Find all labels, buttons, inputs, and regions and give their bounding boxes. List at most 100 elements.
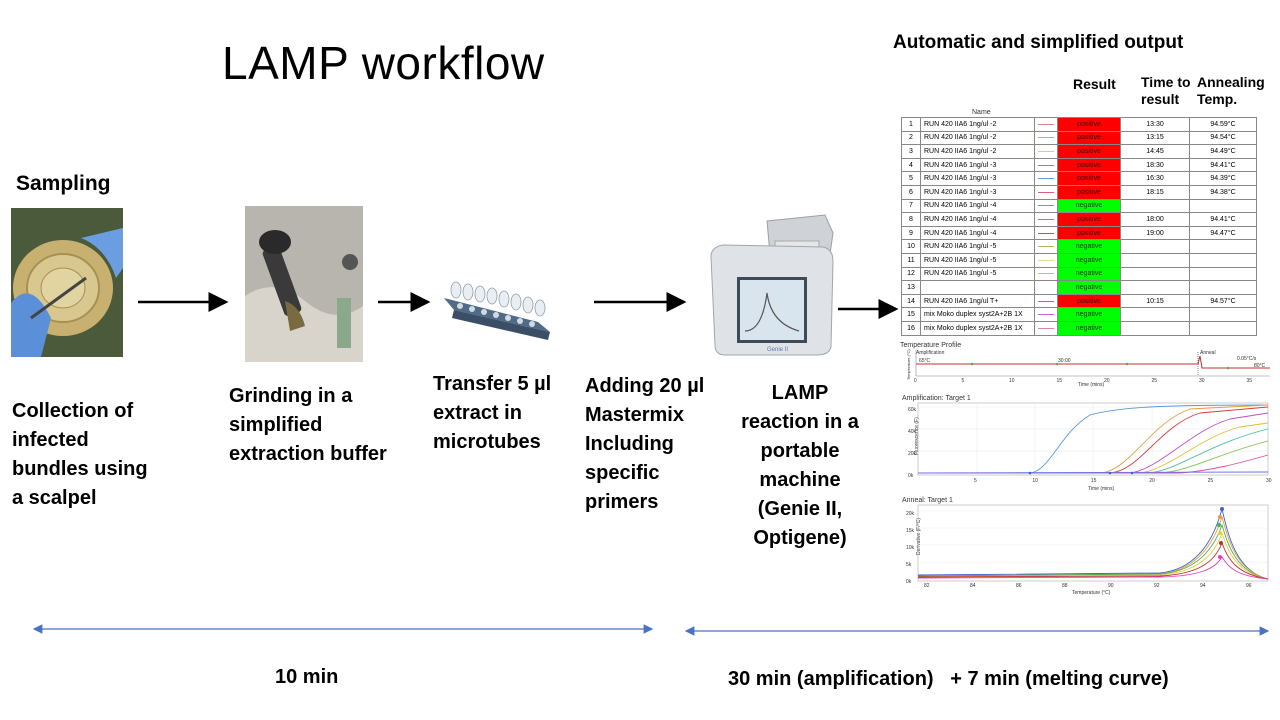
- annealing-temp: [1189, 239, 1257, 254]
- sample-name: RUN 420 IIA6 1ng/ul -4: [920, 198, 1035, 214]
- temp-phase-1: Amplification: [916, 350, 945, 356]
- time-to-result: 19:00: [1120, 225, 1190, 241]
- sample-color-swatch: [1034, 198, 1058, 214]
- annealing-temp: [1189, 198, 1257, 214]
- sample-name: RUN 420 IIA6 1ng/ul -2: [920, 117, 1035, 132]
- sample-name: mix Moko duplex syst2A+2B 1X: [920, 320, 1035, 336]
- amp-x-tick: 25: [1208, 478, 1214, 484]
- page-title: LAMP workflow: [222, 37, 545, 89]
- row-number: 8: [901, 212, 921, 227]
- anneal-y-tick: 5k: [906, 562, 912, 568]
- result-badge: positive: [1057, 171, 1121, 186]
- row-number: 13: [901, 280, 921, 295]
- sample-name: RUN 420 IIA6 1ng/ul -5: [920, 266, 1035, 282]
- result-badge: negative: [1057, 320, 1121, 336]
- sample-color-swatch: [1034, 171, 1058, 186]
- anneal-x-tick: 82: [924, 583, 930, 589]
- amp-y-tick: 0k: [908, 473, 914, 479]
- time-to-result: 16:30: [1120, 171, 1190, 186]
- sample-color-swatch: [1034, 157, 1058, 173]
- row-number: 9: [901, 225, 921, 241]
- time-to-result: 13:15: [1120, 130, 1190, 146]
- sample-color-swatch: [1034, 320, 1058, 336]
- header-result: Result: [1073, 76, 1116, 92]
- anneal-x-tick: 88: [1062, 583, 1068, 589]
- result-badge: positive: [1057, 117, 1121, 132]
- time-to-result: [1120, 320, 1190, 336]
- amp-x-tick: 15: [1091, 478, 1097, 484]
- anneal-y-tick: 20k: [906, 511, 915, 517]
- row-number: 1: [901, 117, 921, 132]
- sample-color-swatch: [1034, 117, 1058, 132]
- anneal-y-tick: 0k: [906, 579, 912, 585]
- annealing-temp: 94.39°C: [1189, 171, 1257, 186]
- annealing-temp: 94.57°C: [1189, 293, 1257, 309]
- temp-profile-title: Temperature Profile: [900, 342, 961, 349]
- temp-x-tick: 10: [1009, 378, 1015, 384]
- time-label-left: 10 min: [275, 666, 339, 688]
- sample-color-swatch: [1034, 144, 1058, 159]
- result-badge: negative: [1057, 252, 1121, 268]
- amplification-chart: Amplification: Target 1 Fluorescence (F)…: [900, 393, 1272, 493]
- temp-rate: 0.05°C/s: [1237, 356, 1257, 362]
- row-number: 11: [901, 252, 921, 268]
- sample-color-swatch: [1034, 266, 1058, 282]
- time-to-result: [1120, 307, 1190, 322]
- time-to-result: [1120, 266, 1190, 282]
- sampling-photo: [11, 208, 123, 357]
- sample-color-swatch: [1034, 225, 1058, 241]
- time-to-result: 18:15: [1120, 184, 1190, 200]
- sample-color-swatch: [1034, 212, 1058, 227]
- result-badge: positive: [1057, 144, 1121, 159]
- sample-color-swatch: [1034, 280, 1058, 295]
- temp-x-tick: 35: [1247, 378, 1253, 384]
- time-to-result: [1120, 252, 1190, 268]
- sample-name: RUN 420 IIA6 1ng/ul -3: [920, 157, 1035, 173]
- amp-x-tick: 5: [974, 478, 977, 484]
- row-number: 14: [901, 293, 921, 309]
- row-number: 7: [901, 198, 921, 214]
- temp-phase-2: Anneal: [1200, 350, 1216, 356]
- sample-name: RUN 420 IIA6 1ng/ul -5: [920, 252, 1035, 268]
- sample-name: RUN 420 IIA6 1ng/ul -2: [920, 144, 1035, 159]
- anneal-x-tick: 96: [1246, 583, 1252, 589]
- output-heading: Automatic and simplified output: [893, 32, 1184, 53]
- temp-t2: 30:00: [1058, 358, 1071, 364]
- result-badge: negative: [1057, 198, 1121, 214]
- time-to-result: [1120, 280, 1190, 295]
- sample-name: RUN 420 IIA6 1ng/ul -4: [920, 212, 1035, 227]
- result-badge: positive: [1057, 157, 1121, 173]
- amp-x-tick: 20: [1149, 478, 1155, 484]
- anneal-y-tick: 15k: [906, 528, 915, 534]
- row-number: 16: [901, 320, 921, 336]
- time-to-result: [1120, 198, 1190, 214]
- temp-x-tick: 5: [962, 378, 965, 384]
- result-badge: positive: [1057, 212, 1121, 227]
- sample-name: RUN 420 IIA6 1ng/ul -3: [920, 171, 1035, 186]
- sample-color-swatch: [1034, 293, 1058, 309]
- annealing-temp: 94.54°C: [1189, 130, 1257, 146]
- annealing-temp: 94.38°C: [1189, 184, 1257, 200]
- time-to-result: 14:45: [1120, 144, 1190, 159]
- anneal-x-tick: 84: [970, 583, 976, 589]
- row-number: 2: [901, 130, 921, 146]
- result-badge: positive: [1057, 225, 1121, 241]
- sampling-heading: Sampling: [16, 172, 111, 195]
- time-to-result: 18:30: [1120, 157, 1190, 173]
